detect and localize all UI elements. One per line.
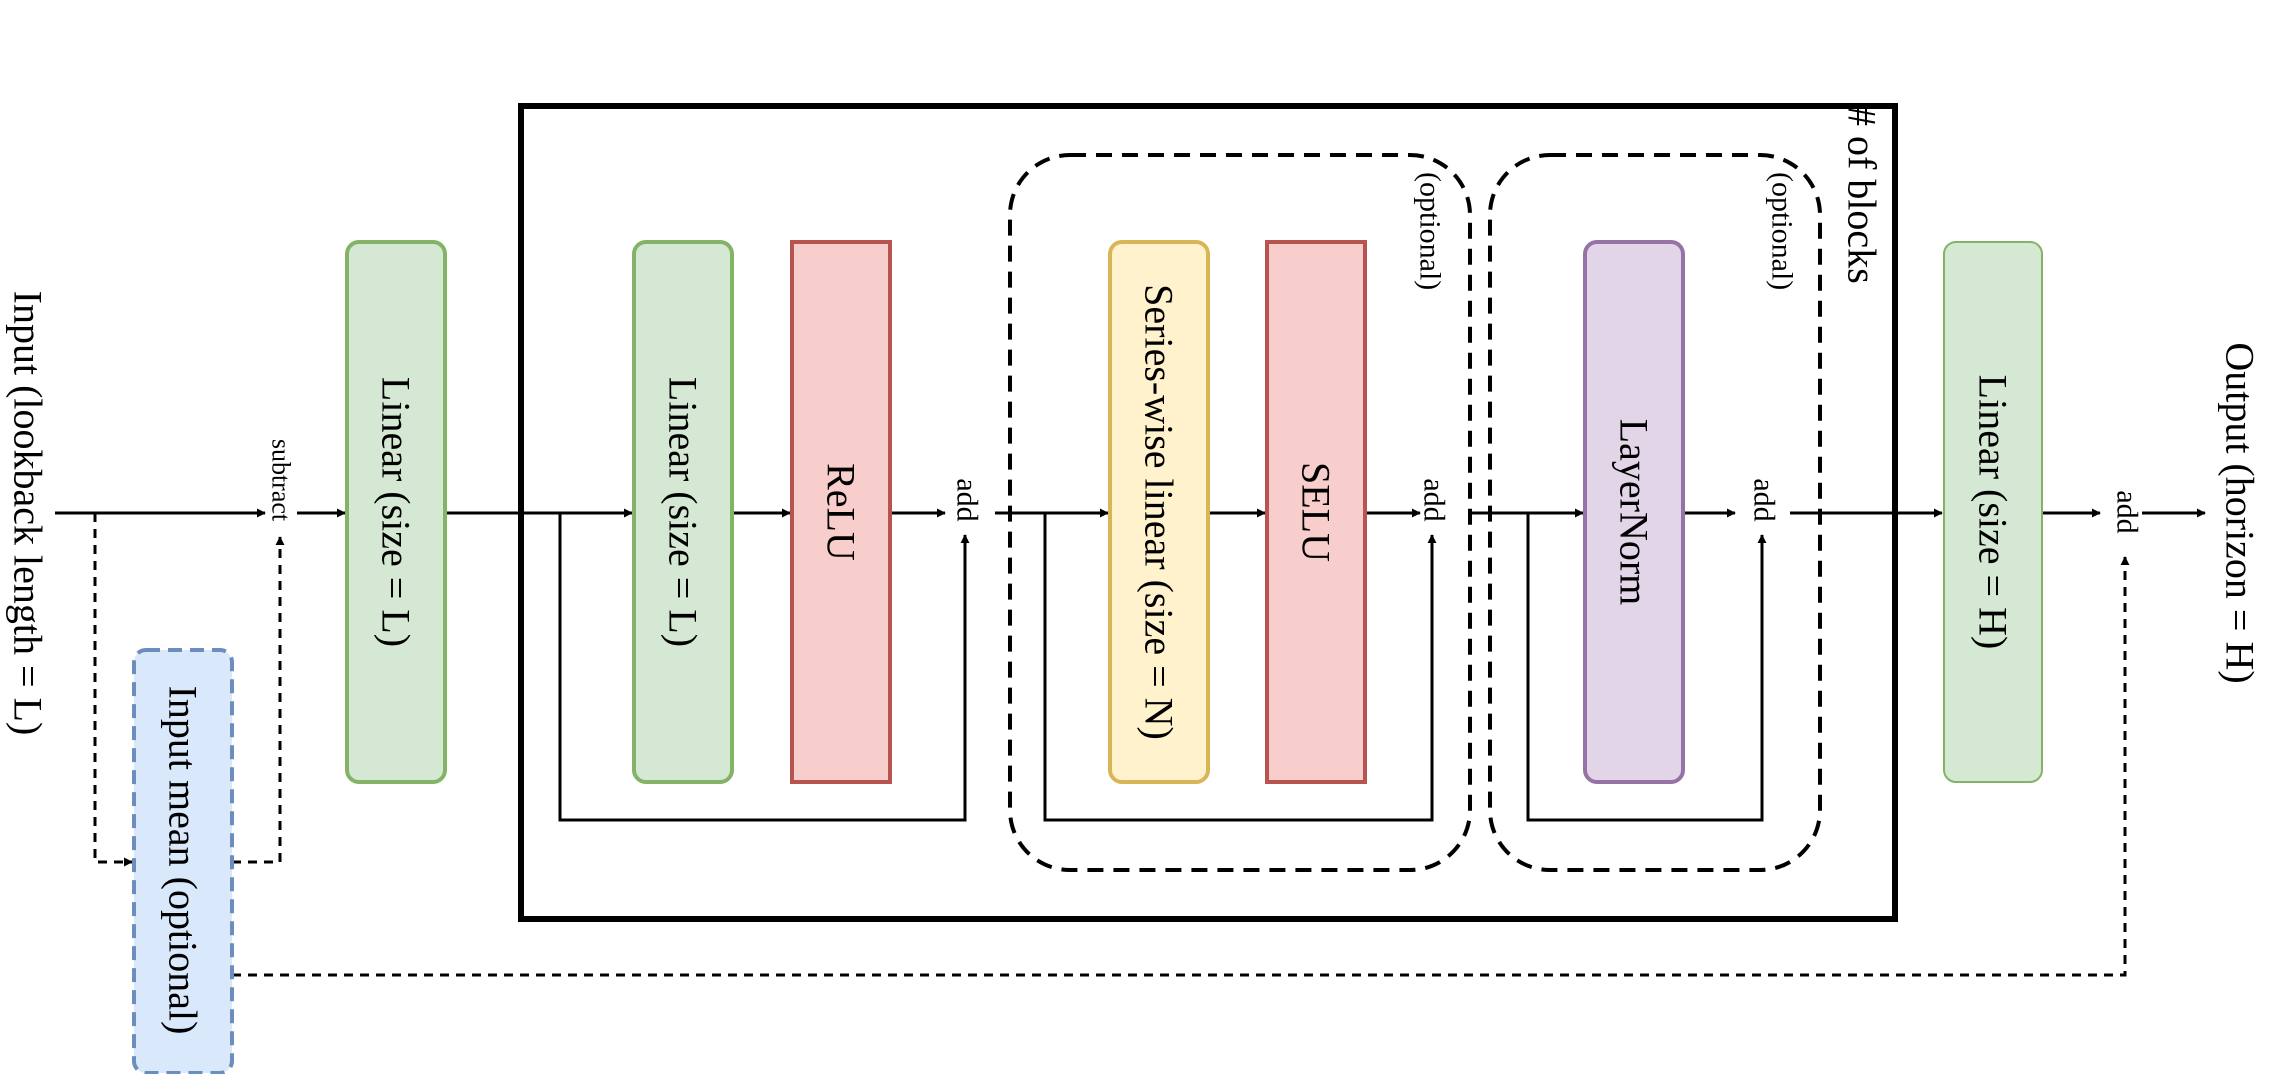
output-label: Output (horizon = H) xyxy=(2218,342,2263,683)
linear-block-label: Linear (size = L) xyxy=(661,377,706,647)
relu-label: ReLU xyxy=(819,463,864,561)
linear-input-box xyxy=(345,240,447,784)
add-label-output: add xyxy=(2111,490,2144,533)
add-label-3: add xyxy=(1748,478,1781,521)
optional-label-series: (optional) xyxy=(1414,172,1447,290)
block-repeat-label: # of blocks xyxy=(1840,106,1885,284)
add-label-1: add xyxy=(951,478,984,521)
optional-label-layernorm: (optional) xyxy=(1766,172,1799,290)
linear-block-box xyxy=(632,240,734,784)
relu-box xyxy=(790,240,892,784)
series-linear-box xyxy=(1108,240,1210,784)
input-label: Input (lookback length = L) xyxy=(6,291,51,736)
layernorm-label: LayerNorm xyxy=(1612,419,1657,606)
mean-to-subtract-arrow xyxy=(232,536,285,864)
linear-input-label: Linear (size = L) xyxy=(374,377,419,647)
selu-box xyxy=(1265,240,1367,784)
input-mean-label: Input mean (optional) xyxy=(161,686,206,1035)
skip-connection-1 xyxy=(558,513,970,822)
layernorm-box xyxy=(1583,240,1685,784)
subtract-label: subtract xyxy=(267,439,296,522)
mean-input-arrow xyxy=(93,513,133,867)
skip-connection-2 xyxy=(1043,513,1437,822)
selu-label: SELU xyxy=(1294,462,1339,562)
skip-connection-3 xyxy=(1526,513,1767,822)
linear-output-box xyxy=(1943,241,2043,783)
mean-to-output-add-arrow xyxy=(232,556,2130,977)
add-label-2: add xyxy=(1418,478,1451,521)
series-linear-label: Series-wise linear (size = N) xyxy=(1137,284,1182,740)
linear-output-label: Linear (size = H) xyxy=(1971,375,2016,650)
input-mean-box xyxy=(132,648,234,1074)
